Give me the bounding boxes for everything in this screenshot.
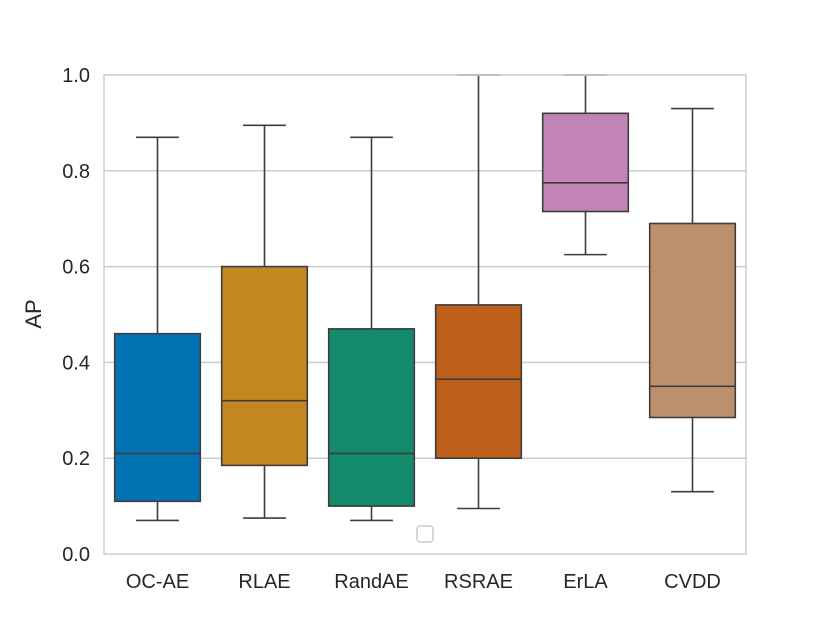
iqr-box bbox=[541, 112, 630, 213]
plot-area-frame bbox=[103, 74, 747, 555]
y-tick-label: 1.0 bbox=[62, 65, 90, 87]
x-tick-label: RandAE bbox=[334, 571, 409, 593]
y-tick-label: 0.8 bbox=[62, 161, 90, 183]
box-randae bbox=[327, 136, 416, 522]
grid-lines bbox=[104, 170, 746, 459]
x-tick-label: OC-AE bbox=[126, 571, 189, 593]
box-erla bbox=[541, 74, 630, 256]
x-tick-label: RSRAE bbox=[444, 571, 513, 593]
box-rsrae bbox=[434, 74, 523, 510]
box-oc-ae bbox=[113, 136, 202, 522]
empty-legend-box bbox=[416, 525, 434, 543]
boxes bbox=[113, 74, 737, 522]
iqr-box bbox=[648, 222, 737, 419]
x-tick-label: CVDD bbox=[664, 571, 721, 593]
iqr-box bbox=[434, 304, 523, 460]
box-rlae bbox=[220, 124, 309, 519]
y-tick-label: 0.0 bbox=[62, 544, 90, 566]
tick-labels: 0.0 0.2 0.4 0.6 0.8 1.0OC-AE RLAE RandAE RSRAE Er… bbox=[62, 65, 721, 593]
iqr-box bbox=[113, 332, 202, 503]
iqr-box bbox=[220, 265, 309, 467]
x-tick-label: ErLA bbox=[563, 571, 608, 593]
iqr-box bbox=[327, 328, 416, 507]
y-tick-label: 0.2 bbox=[62, 448, 90, 470]
x-tick-label: RLAE bbox=[238, 571, 290, 593]
box-cvdd bbox=[648, 107, 737, 493]
y-axis-label: AP bbox=[21, 299, 46, 328]
y-tick-label: 0.4 bbox=[62, 352, 90, 374]
y-tick-label: 0.6 bbox=[62, 257, 90, 279]
